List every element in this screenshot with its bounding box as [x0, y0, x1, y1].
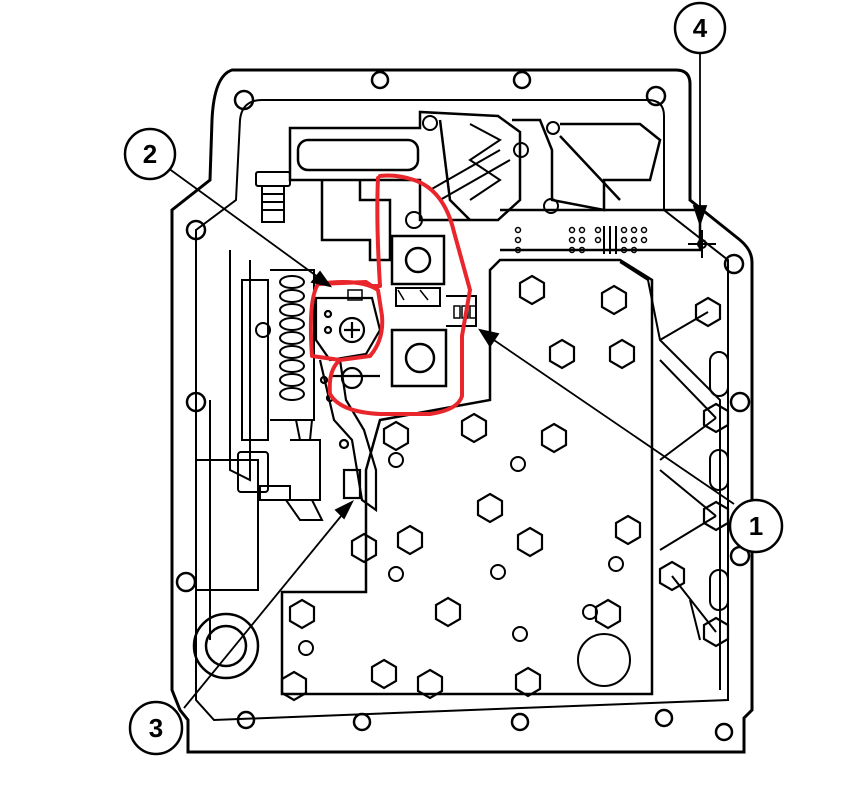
- hex-bolt: [608, 338, 636, 370]
- bolt-hole: [608, 556, 624, 572]
- bolt-hole: [233, 89, 255, 111]
- bolt-hole: [645, 85, 667, 107]
- bolt-hole: [510, 456, 526, 472]
- hex-bolt: [382, 420, 410, 452]
- bolt-hole: [510, 712, 530, 732]
- hex-bolt: [288, 598, 316, 630]
- bolt-hole: [298, 640, 314, 656]
- hex-bolt: [350, 532, 378, 564]
- plate-bolt-holes: [255, 115, 631, 687]
- threaded-shaft: [255, 171, 291, 223]
- callout-4: 4: [673, 1, 727, 55]
- bolt-hole: [388, 452, 404, 468]
- bolt-hole: [723, 253, 745, 275]
- valve-body-plate: [280, 258, 721, 696]
- hex-bolt: [702, 500, 730, 532]
- bolt-hole: [512, 626, 528, 642]
- large-port: [577, 633, 631, 687]
- crosshair-icon: [688, 230, 716, 258]
- bolt-hole: [543, 198, 559, 214]
- bolt-hole: [185, 391, 207, 413]
- hex-bolt: [540, 422, 568, 454]
- callout-2: 2: [123, 127, 177, 181]
- callout-label: 2: [143, 139, 157, 169]
- hex-bolt: [516, 526, 544, 558]
- callout-label: 1: [749, 511, 763, 541]
- detent-spring-roller: [314, 289, 382, 390]
- bolt-hole: [729, 391, 751, 413]
- bolt-hole: [490, 564, 506, 580]
- bolt-hole: [422, 115, 438, 131]
- hex-bolt: [614, 514, 642, 546]
- callout-label: 4: [693, 13, 708, 43]
- hex-bolt: [702, 616, 730, 648]
- hex-bolt: [460, 412, 488, 444]
- hex-bolt: [518, 274, 546, 306]
- perimeter-bolt-holes: [175, 70, 751, 742]
- detent-plate-dots: [514, 226, 648, 254]
- bolt-hole: [370, 70, 390, 90]
- solenoid-lower: [390, 328, 448, 388]
- highlight-outline: [308, 173, 472, 416]
- bolt-hole: [654, 708, 674, 728]
- bolt-hole: [714, 722, 734, 742]
- round-port: [192, 612, 260, 680]
- housing-outline: [170, 68, 754, 754]
- bolt-hole: [513, 142, 529, 158]
- hex-bolt: [514, 666, 542, 698]
- callout-label: 3: [149, 713, 163, 743]
- bolt-hole: [175, 571, 197, 593]
- hex-bolt: [416, 668, 444, 700]
- hex-bolt: [548, 338, 576, 370]
- solenoid-upper: [390, 234, 446, 286]
- bolt-hole: [352, 712, 372, 732]
- bolt-hole: [255, 322, 271, 338]
- hex-bolt: [594, 598, 622, 630]
- upper-mechanism: [288, 110, 702, 262]
- hex-bolt: [434, 596, 462, 628]
- bolt-hole: [236, 710, 256, 730]
- bolt-hole: [512, 70, 532, 90]
- spring-assembly: [195, 250, 324, 640]
- hex-bolt: [476, 492, 504, 524]
- hex-bolt: [396, 524, 424, 556]
- right-side-slots: [659, 311, 729, 641]
- bolt-hole: [185, 219, 207, 241]
- hex-bolt: [658, 560, 686, 592]
- leader-lines: [167, 50, 735, 709]
- hex-bolt: [694, 296, 722, 328]
- bolt-hole: [546, 121, 560, 135]
- callout-3: 3: [128, 700, 184, 756]
- hex-bolt: [702, 402, 730, 434]
- callout-1: 1: [728, 498, 784, 554]
- hex-bolt: [600, 284, 628, 316]
- bolt-hole: [388, 566, 404, 582]
- hex-bolts: [280, 274, 730, 702]
- hex-bolt: [370, 658, 398, 690]
- hex-bolt: [280, 670, 308, 702]
